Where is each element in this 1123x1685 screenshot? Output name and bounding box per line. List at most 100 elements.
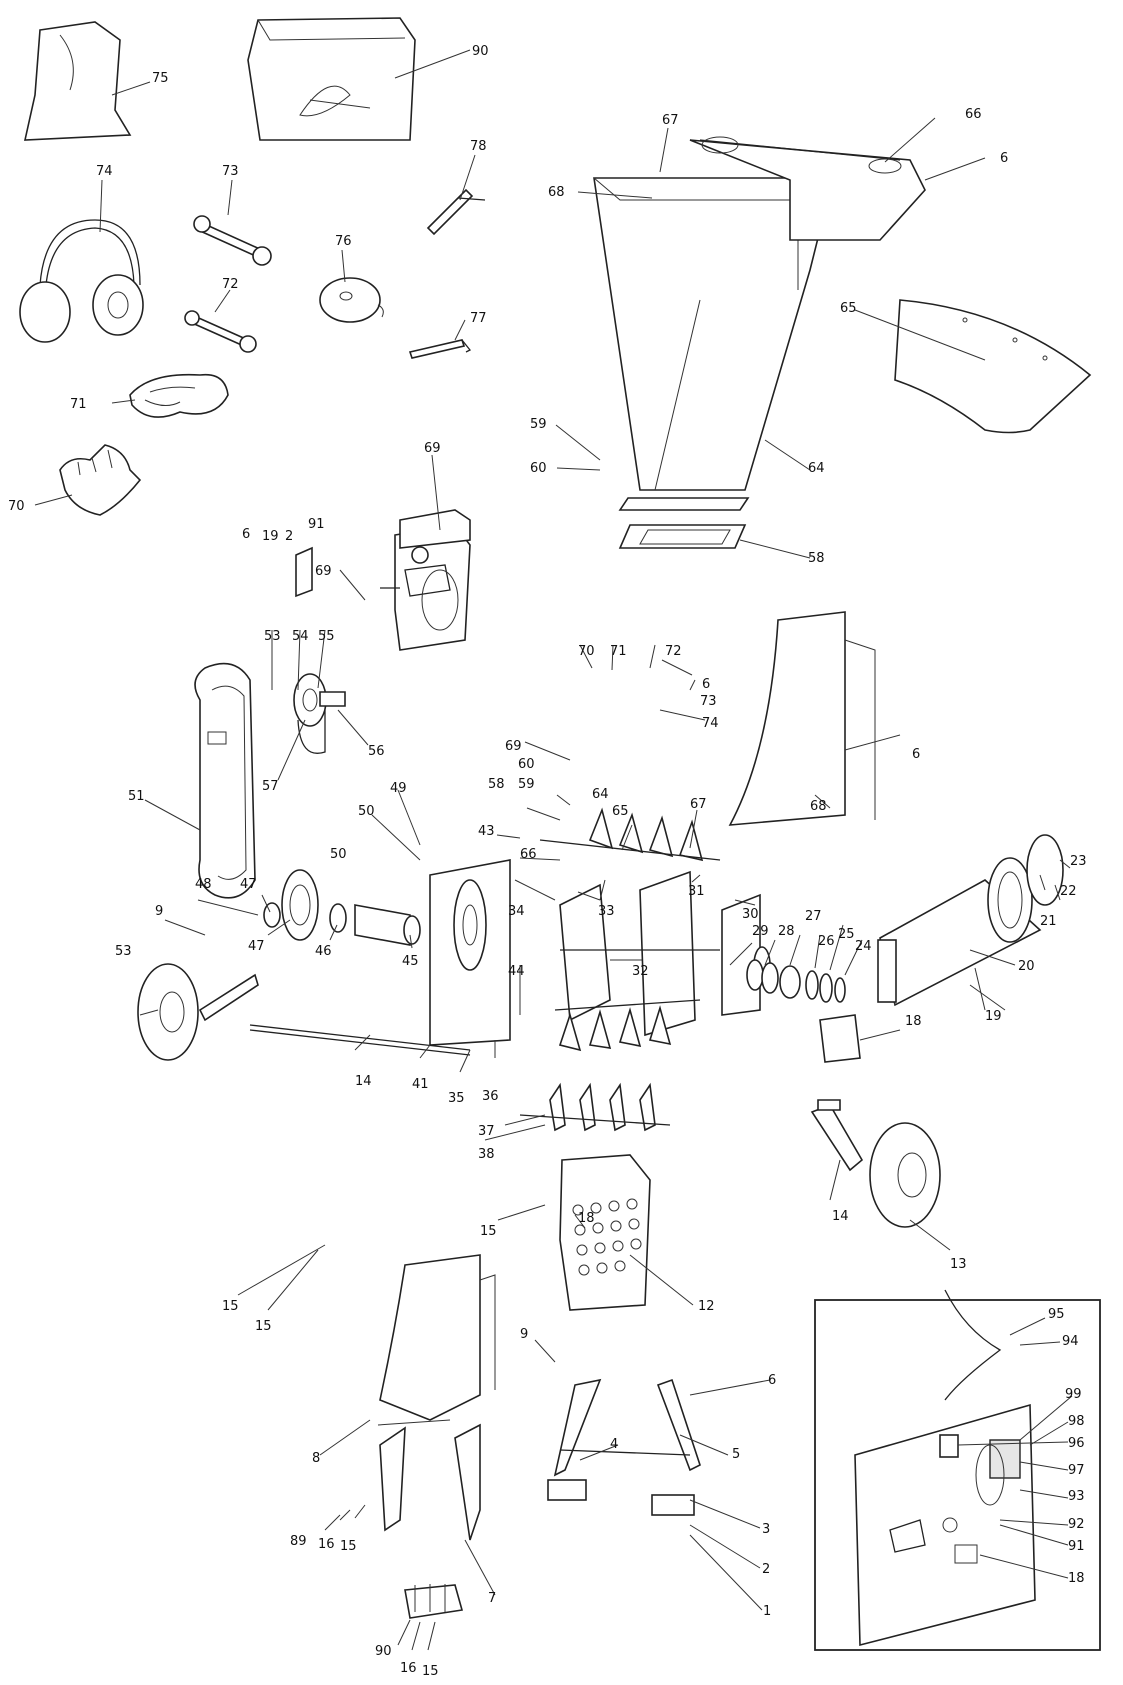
part-blade-row-57 xyxy=(539,807,721,862)
callout-58: 64 xyxy=(592,787,609,802)
callout-32: 32 xyxy=(632,964,649,979)
callout-53: 56 xyxy=(368,744,385,759)
callout-2: 2 xyxy=(762,1562,770,1577)
callout-79: 69 xyxy=(424,441,441,456)
part-allen-key-88 xyxy=(408,339,472,359)
callout-68: 71 xyxy=(610,644,627,659)
callout-100: 89 xyxy=(290,1534,307,1549)
callout-14-bottom: 15 xyxy=(340,1539,357,1554)
part-flap-76 xyxy=(894,299,1092,434)
callout-81: 70 xyxy=(8,499,25,514)
part-screen-21 xyxy=(987,834,1064,943)
callout-14-left: 15 xyxy=(255,1319,272,1334)
part-deflector-7 xyxy=(379,1423,481,1541)
callout-88: 77 xyxy=(470,311,487,326)
callout-43: 46 xyxy=(315,944,332,959)
part-belt-guard-49 xyxy=(194,662,256,899)
part-goggles-82 xyxy=(129,373,229,418)
callout-96: 96 xyxy=(1068,1436,1085,1451)
callout-85: 74 xyxy=(96,164,113,179)
callout-6-left: 6 xyxy=(242,527,250,542)
callout-87: 76 xyxy=(335,234,352,249)
callout-47-a: 49 xyxy=(390,781,407,796)
callout-16-bottom: 16 xyxy=(318,1537,335,1552)
callout-76: 65 xyxy=(840,301,857,316)
part-blade-row-lower xyxy=(558,1005,672,1052)
callout-15-left: 15 xyxy=(222,1299,239,1314)
callout-23: 23 xyxy=(1070,854,1087,869)
callout-95: 95 xyxy=(1048,1307,1065,1322)
callout-18-inset: 18 xyxy=(1068,1571,1085,1586)
callout-51: 54 xyxy=(292,629,309,644)
callout-6-top: 6 xyxy=(1000,151,1008,166)
part-ear-muffs-85 xyxy=(19,219,144,343)
callout-80-top: 68 xyxy=(548,185,565,200)
part-tray-101 xyxy=(404,1584,464,1619)
callout-69: 72 xyxy=(665,644,682,659)
callout-16-mid: 18 xyxy=(578,1211,595,1226)
callout-36: 36 xyxy=(482,1089,499,1104)
callout-6-chute: 6 xyxy=(912,747,920,762)
part-wheel-bracket-left xyxy=(198,973,259,1022)
callout-9-bottom: 9 xyxy=(520,1327,528,1342)
callout-102: 91 xyxy=(308,517,325,532)
callout-30: 30 xyxy=(742,907,759,922)
part-shaft-52 xyxy=(319,691,346,707)
callout-50-wheel: 53 xyxy=(115,944,132,959)
callout-71: 74 xyxy=(702,716,719,731)
callout-20: 20 xyxy=(1018,959,1035,974)
callout-90: 90 xyxy=(472,44,489,59)
callout-24: 24 xyxy=(855,939,872,954)
callout-18-mid: 18 xyxy=(905,1014,922,1029)
callout-37: 37 xyxy=(478,1124,495,1139)
callout-89: 78 xyxy=(470,139,487,154)
callout-33: 33 xyxy=(598,904,615,919)
callout-15-mid: 15 xyxy=(480,1224,497,1239)
part-chute-65 xyxy=(728,611,876,826)
callout-77: 66 xyxy=(965,107,982,122)
part-coupling-41 xyxy=(354,904,421,946)
callout-65: 68 xyxy=(810,799,827,814)
callout-47-b: 50 xyxy=(330,847,347,862)
part-wheel-50 xyxy=(137,963,199,1061)
callout-97: 97 xyxy=(1068,1463,1085,1478)
callout-6-plate: 6 xyxy=(702,677,710,692)
callout-101: 90 xyxy=(375,1644,392,1659)
part-rotor-assembly xyxy=(554,870,720,1037)
callout-98: 98 xyxy=(1068,1414,1085,1429)
callout-52: 55 xyxy=(318,629,335,644)
callout-12: 14 xyxy=(832,1209,849,1224)
callout-2-left: 2 xyxy=(285,529,293,544)
part-gloves-81 xyxy=(59,444,142,516)
callout-54: 57 xyxy=(262,779,279,794)
part-pulley-44 xyxy=(281,869,319,941)
callout-57: 60 xyxy=(518,757,535,772)
part-cover-18 xyxy=(819,1014,861,1063)
callout-11: 13 xyxy=(950,1257,967,1272)
part-bracket-102 xyxy=(295,546,313,598)
part-sack-86 xyxy=(23,21,132,141)
callout-3: 3 xyxy=(762,1522,770,1537)
callout-22: 22 xyxy=(1060,884,1077,899)
callout-78: 67 xyxy=(662,113,679,128)
part-wrench-83 xyxy=(184,310,257,353)
callout-82: 71 xyxy=(70,397,87,412)
callout-35: 35 xyxy=(448,1091,465,1106)
callout-31: 31 xyxy=(688,884,705,899)
part-wrench-84 xyxy=(193,215,272,266)
callout-67: 70 xyxy=(578,644,595,659)
callout-40-top: 43 xyxy=(478,824,495,839)
part-pulley-51 xyxy=(293,673,327,754)
callout-49: 51 xyxy=(128,789,145,804)
callout-28: 28 xyxy=(778,924,795,939)
callout-6-bottom: 6 xyxy=(768,1373,776,1388)
callout-60: 66 xyxy=(520,847,537,862)
callout-45: 47 xyxy=(240,877,257,892)
callout-38: 38 xyxy=(478,1147,495,1162)
callout-9-left: 9 xyxy=(155,904,163,919)
callout-75: 64 xyxy=(808,461,825,476)
part-blade-row-37 xyxy=(519,1082,671,1132)
callout-74: 60 xyxy=(530,461,547,476)
callout-15-b2: 15 xyxy=(422,1664,439,1679)
